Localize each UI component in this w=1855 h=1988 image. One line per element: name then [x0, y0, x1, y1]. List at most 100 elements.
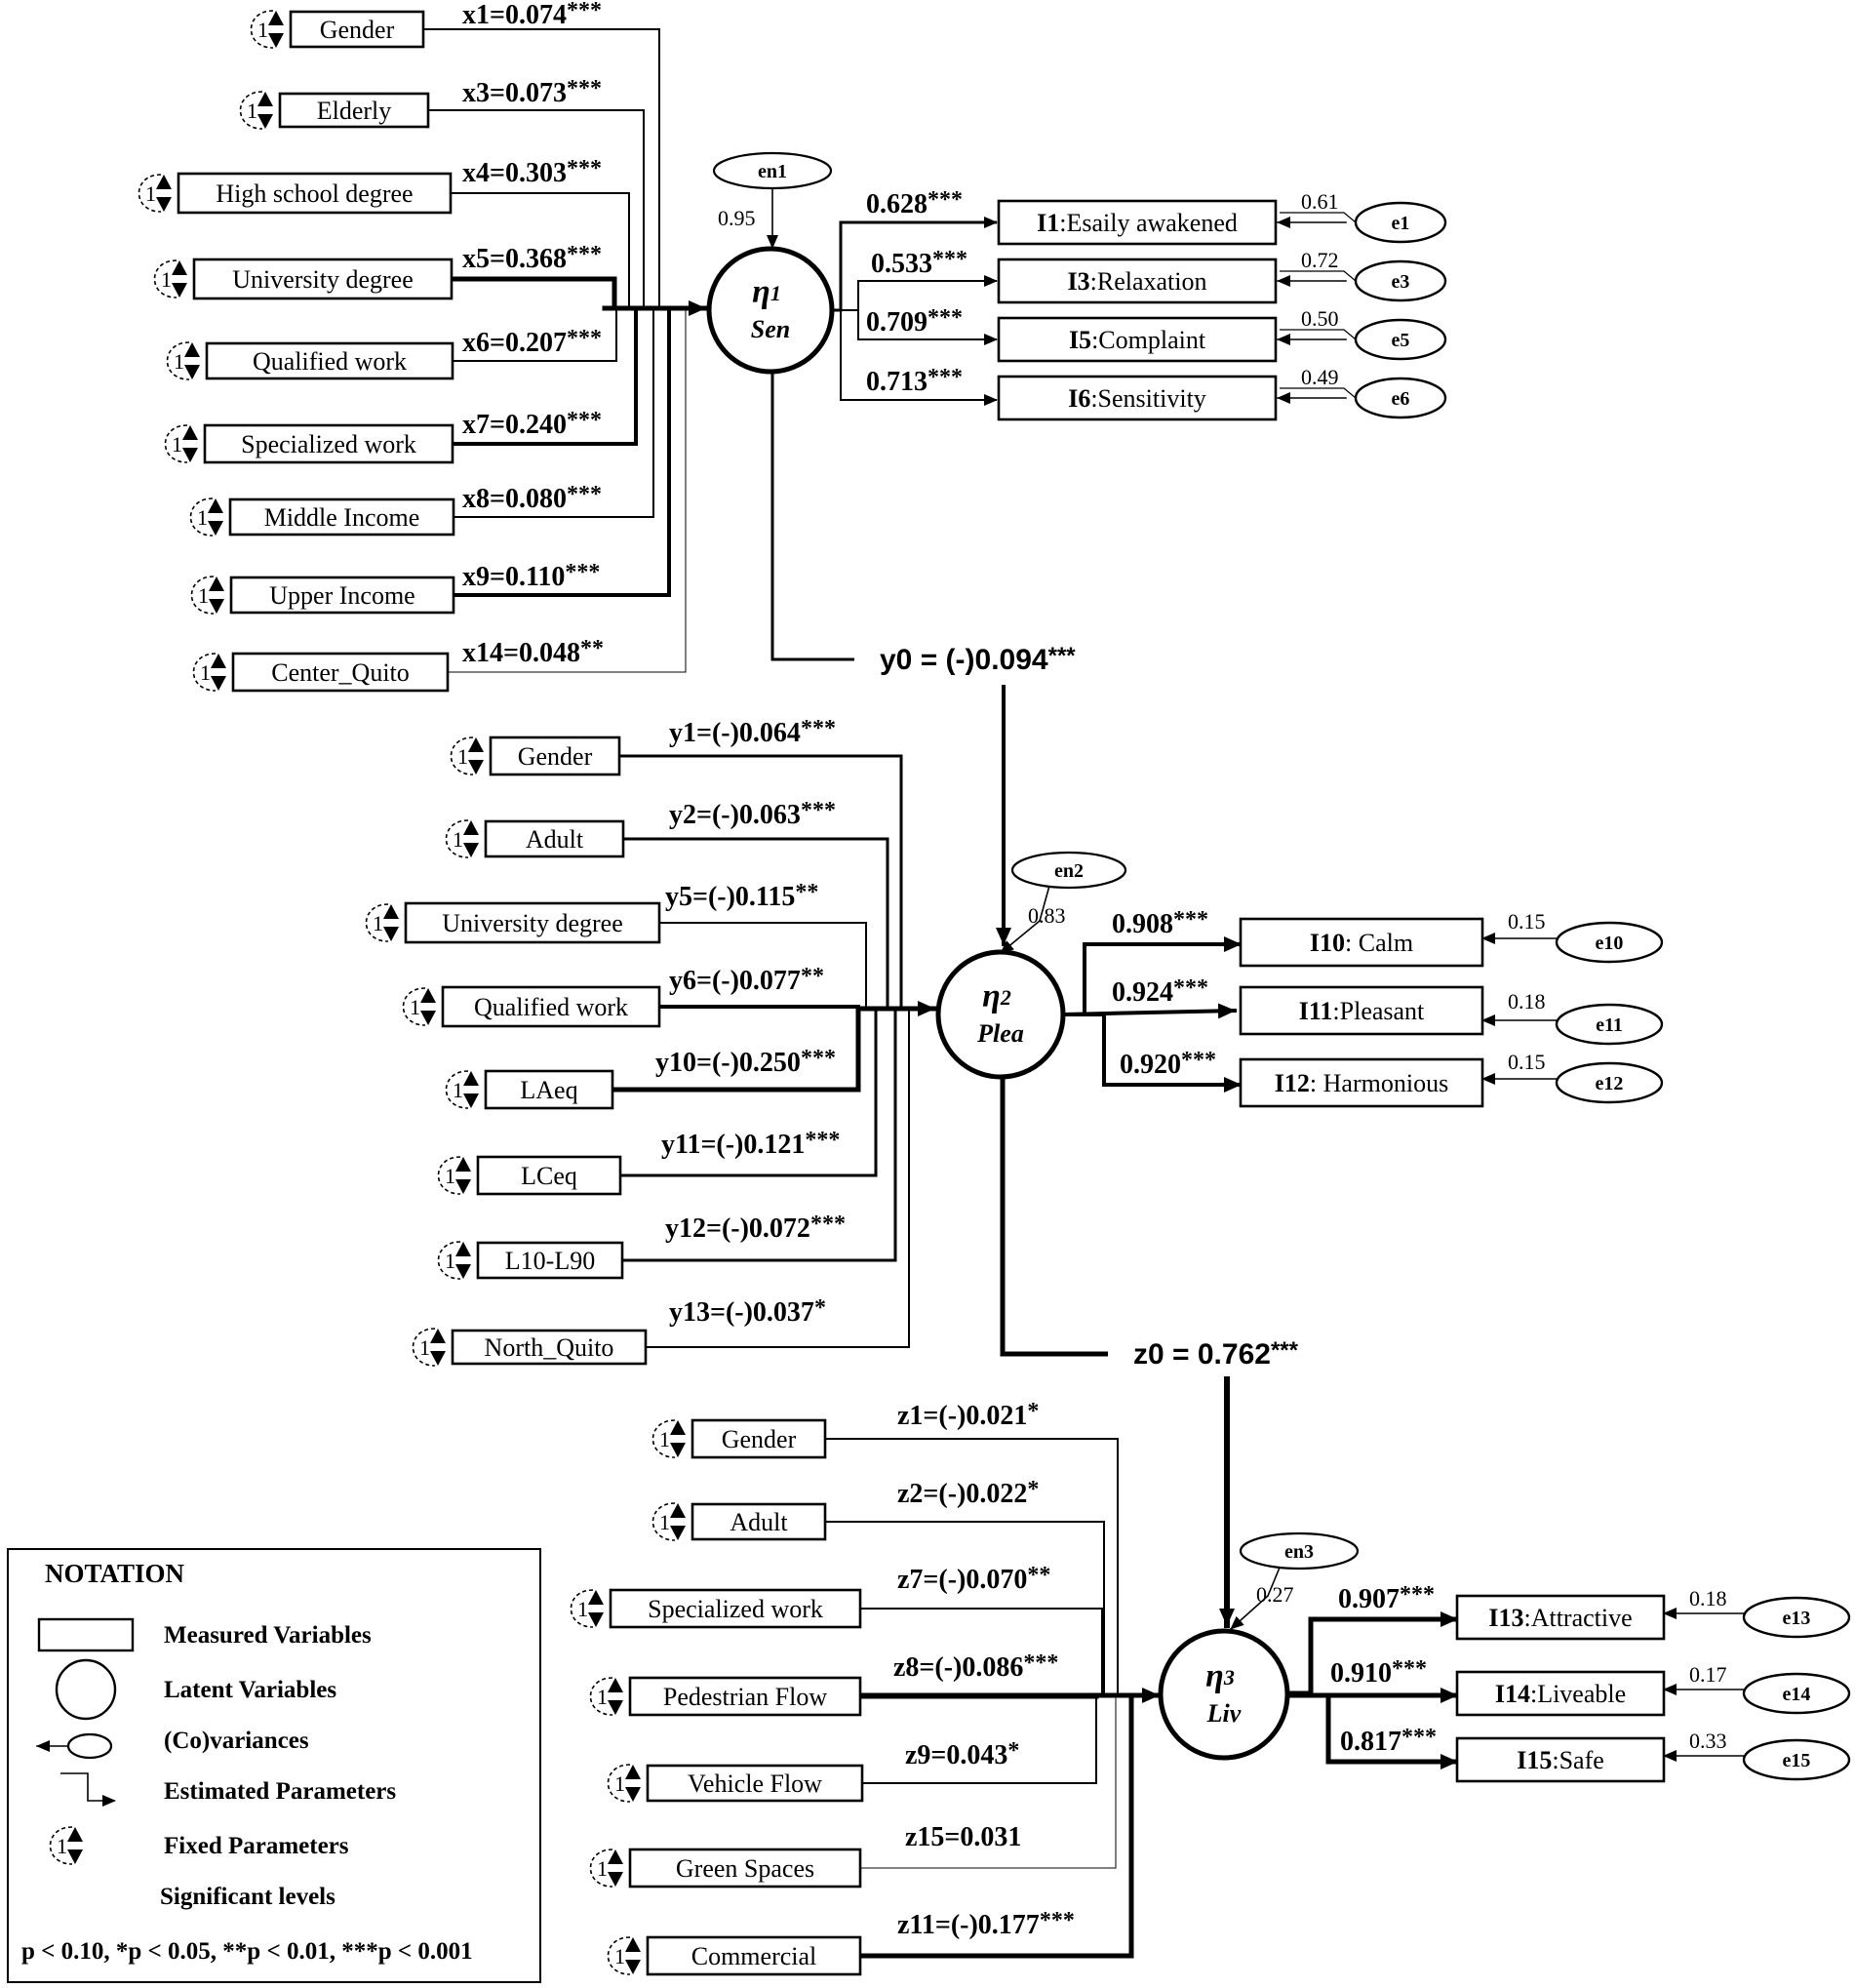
error-term-ellipse: [1354, 377, 1447, 419]
fixed-value: 1: [373, 911, 383, 935]
indicator-label: I3:Relaxation: [1068, 267, 1207, 296]
measured-variable-label: High school degree: [216, 179, 413, 208]
fixed-value: 1: [247, 99, 257, 123]
significance-stars: ***: [565, 560, 600, 585]
plea-predictor-box: [404, 901, 661, 944]
liv-predictor-path: [825, 1521, 1105, 1695]
measured-variable-label: LCeq: [521, 1162, 577, 1190]
fixed-parameter-icon: 1: [445, 819, 479, 858]
plea-loading: 0.908***: [1112, 907, 1208, 939]
significance-stars: ***: [1400, 1582, 1435, 1608]
plea-coefficient: y11=(-)0.121***: [661, 1128, 840, 1160]
down-triangle-icon: [182, 448, 198, 462]
latent-symbol: η3: [1205, 1658, 1235, 1694]
measured-variable-label: Vehicle Flow: [688, 1769, 822, 1798]
sen-loading: 0.628***: [866, 187, 963, 219]
up-triangle-icon: [463, 1071, 479, 1086]
indicator-name: :Safe: [1552, 1746, 1603, 1774]
indicator-label: I10: Calm: [1310, 929, 1413, 957]
dashed-arc: [570, 1589, 594, 1628]
indicator-label: I1:Esaily awakened: [1037, 209, 1238, 237]
error-term-label: e14: [1783, 1684, 1811, 1705]
up-triangle-icon: [184, 342, 200, 357]
plea-predictor-box: [451, 1329, 648, 1366]
sen-coefficient: x9=0.110***: [462, 560, 600, 592]
coefficient-value: z9=0.043: [905, 1740, 1007, 1770]
indicator-box: [997, 199, 1278, 246]
sen-predictor-box: [203, 423, 454, 464]
sen-coefficient: x14=0.048**: [462, 636, 604, 668]
dashed-arc: [192, 653, 217, 692]
significance-stars: ***: [567, 326, 602, 351]
liv-coefficient: z8=(-)0.086***: [893, 1650, 1058, 1683]
measured-variable-label: Adult: [526, 825, 584, 854]
sen-coefficient: x3=0.073***: [462, 76, 602, 108]
fixed-value: 1: [577, 1597, 588, 1621]
coefficient-value: 0.713: [866, 367, 928, 397]
dashed-arc: [250, 10, 274, 49]
measured-variable-label: North_Quito: [485, 1333, 614, 1362]
fixed-parameter-icon: 1: [607, 1936, 641, 1975]
latent-symbol: η2: [982, 978, 1011, 1014]
coefficient-value: y13=(-)0.037: [669, 1297, 814, 1328]
measured-variable-label: Gender: [320, 16, 395, 44]
liv-predictor-box: [628, 1848, 862, 1889]
indicator-code: I10: [1310, 929, 1345, 957]
indicator-code: I3: [1068, 267, 1090, 296]
down-triangle-icon: [463, 843, 479, 857]
error-arrow-lead: [1280, 329, 1357, 340]
down-triangle-icon: [257, 114, 273, 129]
coefficient-value: x3=0.073: [462, 78, 567, 108]
sen-predictor-path: [452, 276, 617, 308]
indicator-label: I14:Liveable: [1495, 1680, 1626, 1708]
fixed-value: 1: [161, 267, 172, 292]
coefficient-value: 0.920: [1120, 1050, 1181, 1080]
fixed-value: 1: [172, 432, 182, 457]
fixed-parameter-icon: 1: [450, 736, 484, 775]
indicator-code: I13: [1488, 1604, 1523, 1632]
coefficient-value: z8=(-)0.086: [893, 1652, 1023, 1683]
indicator-box: [997, 375, 1278, 421]
indicator-box: [997, 258, 1278, 304]
coefficient-value: x5=0.368: [462, 244, 567, 274]
indicator-name: :Attractive: [1523, 1604, 1632, 1632]
indicator-name: :Esaily awakened: [1059, 209, 1238, 237]
indicator-box: [997, 316, 1278, 363]
fixed-parameter-icon: 1: [570, 1589, 604, 1628]
significance-stars: **: [801, 964, 824, 989]
disturbance-label: en3: [1284, 1541, 1314, 1563]
up-triangle-icon: [156, 175, 172, 189]
plea-coefficient: y10=(-)0.250***: [655, 1046, 836, 1078]
legend-measured-icon: [37, 1617, 135, 1652]
fixed-value: 1: [419, 1335, 430, 1360]
liv-predictor-box: [628, 1676, 862, 1717]
fixed-value: 1: [445, 1249, 455, 1273]
plea-coefficient: y5=(-)0.115**: [665, 880, 818, 912]
legend-item-label: Measured Variables: [164, 1622, 372, 1649]
fixed-value: 1: [145, 181, 156, 206]
coefficient-value: 0.908: [1112, 909, 1173, 939]
indicator-box: [1239, 1057, 1484, 1108]
liv-coefficient: z15=0.031: [905, 1822, 1021, 1852]
significance-stars: ***: [928, 187, 963, 213]
legend-item-label: Estimated Parameters: [164, 1778, 396, 1805]
sen-coefficient: x1=0.074***: [462, 0, 602, 30]
structural-coefficient-z0: z0 = 0.762***: [1133, 1337, 1299, 1371]
up-triangle-icon: [608, 1678, 623, 1692]
legend-item-label: (Co)variances: [164, 1728, 309, 1754]
up-triangle-icon: [268, 11, 284, 25]
indicator-code: I6: [1068, 384, 1090, 413]
up-triangle-icon: [468, 737, 484, 752]
up-triangle-icon: [455, 1157, 471, 1172]
coefficient-value: z7=(-)0.070: [897, 1565, 1027, 1595]
down-triangle-icon: [625, 1960, 641, 1974]
liv-coefficient: z11=(-)0.177***: [897, 1908, 1075, 1940]
eta-subscript: 3: [1223, 1665, 1235, 1690]
error-term-label: e15: [1783, 1750, 1811, 1771]
disturbance-variance: 0.27: [1256, 1582, 1294, 1607]
coefficient-value: 0.628: [866, 189, 928, 219]
indicator-name: :Sensitivity: [1090, 384, 1205, 413]
liv-coefficient: z2=(-)0.022*: [897, 1477, 1039, 1509]
fixed-parameter-icon: 1: [412, 1328, 446, 1367]
